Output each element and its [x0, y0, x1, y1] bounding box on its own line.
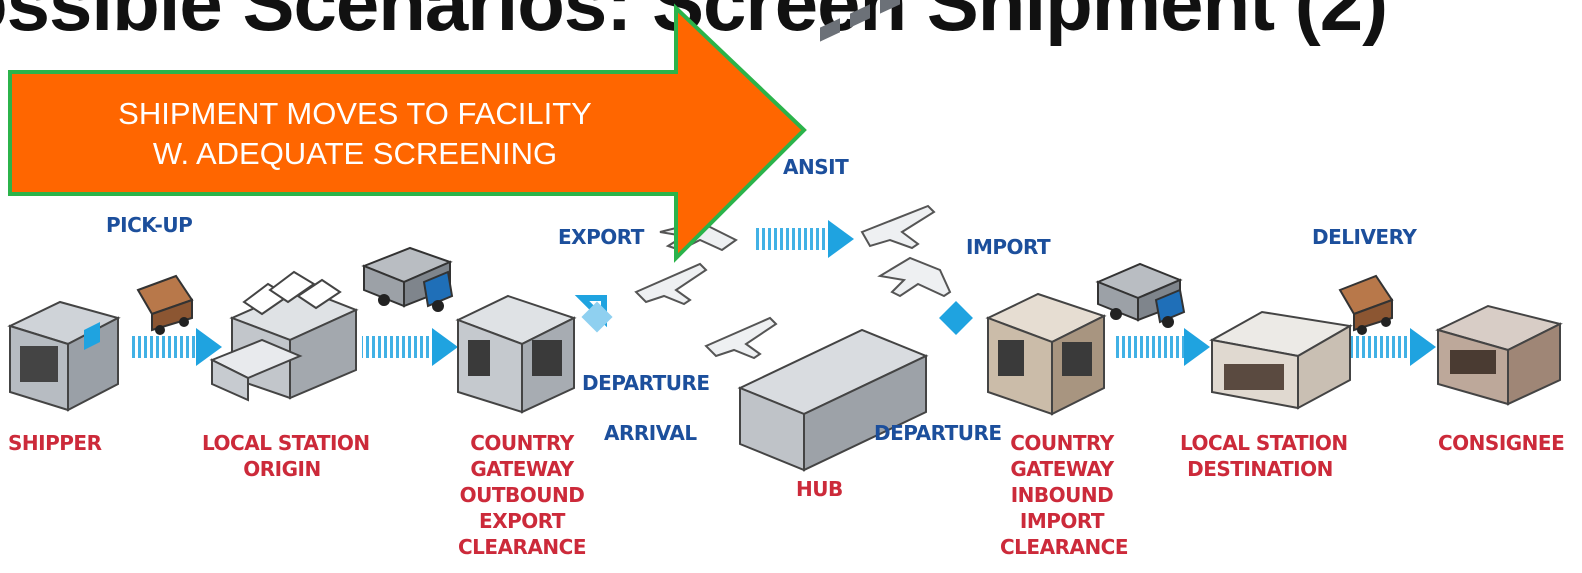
truck-icon — [361, 246, 454, 312]
flow-arrow-origin-gateway — [362, 328, 458, 366]
country-gateway-inbound-building-icon — [985, 292, 1107, 416]
flow-arrow-gateway-dest — [1116, 328, 1210, 366]
local-station-origin-building-icon — [209, 270, 359, 402]
node-label-hub: HUB — [796, 477, 843, 501]
airplane-icon — [860, 204, 936, 250]
flow-arrow-shipper-origin — [130, 328, 222, 366]
node-label-country-gateway-outbound: COUNTRY GATEWAY OUTBOUND EXPORT CLEARANC… — [457, 431, 587, 559]
stage-label-arrival: ARRIVAL — [604, 421, 697, 445]
stage-label-pickup: PICK-UP — [106, 213, 193, 237]
callout-text: SHIPMENT MOVES TO FACILITY W. ADEQUATE S… — [10, 88, 700, 202]
callout-arrow — [8, 3, 807, 263]
node-label-consignee: CONSIGNEE — [1438, 431, 1565, 455]
airplane-icon — [877, 256, 952, 298]
node-label-local-station-destination: LOCAL STATION DESTINATION — [1180, 431, 1348, 481]
stage-label-import: IMPORT — [966, 235, 1051, 259]
stage-label-departure-inbound: DEPARTURE — [874, 421, 1002, 445]
node-label-shipper: SHIPPER — [8, 431, 102, 455]
flow-arrow-transit — [756, 220, 854, 258]
stage-label-delivery: DELIVERY — [1312, 225, 1417, 249]
flow-arrow-dest-consignee — [1350, 328, 1436, 366]
truck-icon — [136, 274, 194, 335]
stage-label-departure-outbound: DEPARTURE — [582, 371, 710, 395]
node-label-local-station-origin: LOCAL STATION ORIGIN — [202, 431, 370, 481]
country-gateway-outbound-building-icon — [455, 294, 577, 414]
hub-building-icon — [737, 0, 929, 472]
airplane-icon — [634, 262, 708, 306]
node-label-country-gateway-inbound: COUNTRY GATEWAY INBOUND IMPORT CLEARANCE — [1000, 431, 1129, 559]
callout-line-1: SHIPMENT MOVES TO FACILITY — [118, 96, 592, 131]
local-station-destination-building-icon — [1209, 310, 1353, 410]
airplane-icon — [704, 316, 778, 360]
consignee-building-icon — [1435, 304, 1563, 406]
flow-arrow-gateway-hub — [574, 295, 613, 333]
callout-line-2: W. ADEQUATE SCREENING — [152, 136, 558, 171]
truck-icon — [1095, 262, 1186, 328]
truck-icon — [1338, 274, 1394, 335]
shipper-building-icon — [7, 300, 121, 412]
stage-label-transit: ANSIT — [783, 155, 849, 179]
stage-label-export: EXPORT — [558, 225, 644, 249]
flow-arrow-hub-gateway — [939, 301, 973, 335]
